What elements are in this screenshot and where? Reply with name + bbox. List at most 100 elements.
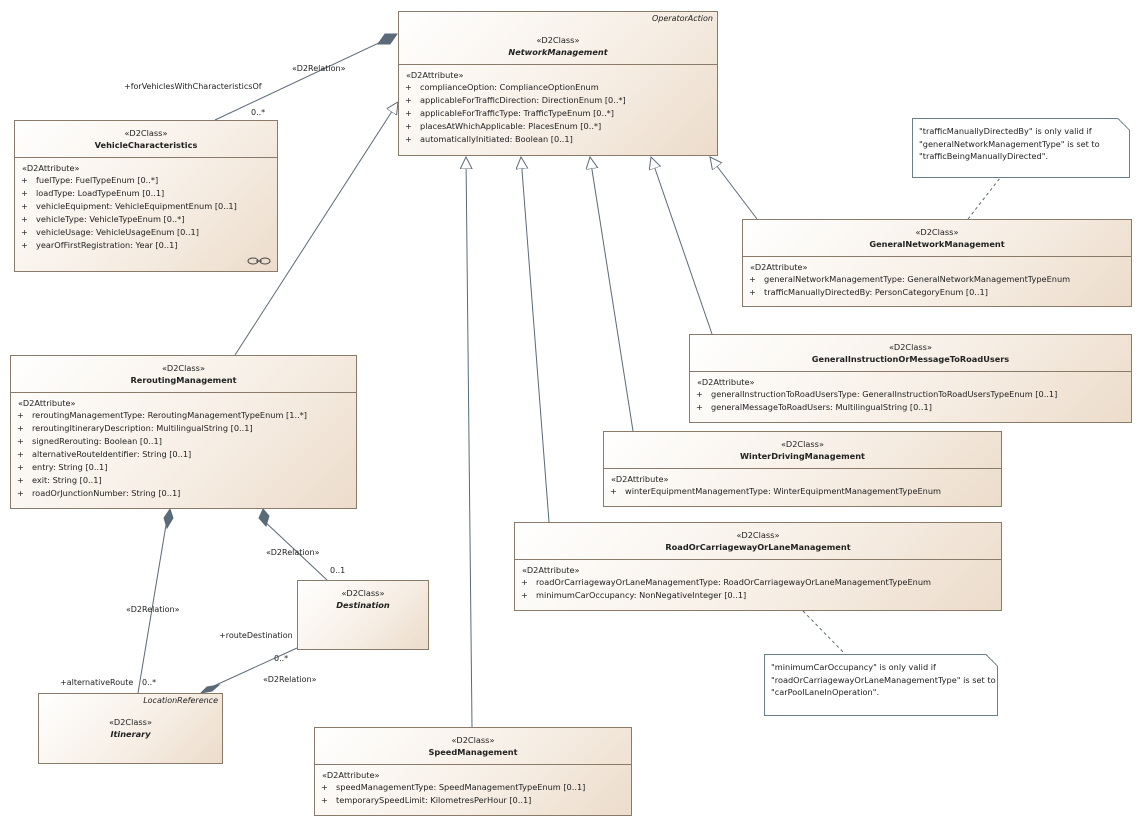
attribute-row: +generalNetworkManagementType: GeneralNe… bbox=[749, 274, 1071, 284]
class-header: OperatorAction «D2Class» NetworkManageme… bbox=[399, 12, 717, 65]
generalization-speed bbox=[466, 157, 472, 728]
class-stereotype: «D2Class» bbox=[915, 227, 959, 237]
class-header: «D2Class» GeneralNetworkManagement bbox=[743, 220, 1131, 257]
class-name: GeneralNetworkManagement bbox=[869, 239, 1005, 249]
class-header: «D2Class» Destination bbox=[298, 581, 428, 617]
note-link-traffic bbox=[967, 177, 1001, 220]
role-label-vehicle: +forVehiclesWithCharacteristicsOf bbox=[124, 82, 262, 91]
class-vehicle-characteristics[interactable]: «D2Class» VehicleCharacteristics «D2Attr… bbox=[14, 120, 278, 272]
attribute-row: +temporarySpeedLimit: KilometresPerHour … bbox=[321, 795, 532, 805]
attribute-compartment: «D2Attribute» +speedManagementType: Spee… bbox=[315, 765, 631, 809]
attribute-row: +applicableForTrafficType: TrafficTypeEn… bbox=[405, 108, 614, 118]
generalization-general-instruction bbox=[651, 157, 713, 335]
class-speed-management[interactable]: «D2Class» SpeedManagement «D2Attribute» … bbox=[314, 727, 632, 816]
role-label-route-destination: +routeDestination bbox=[219, 631, 293, 640]
aggregation-diamond-rerouting-destination bbox=[258, 508, 270, 528]
class-general-network-management[interactable]: «D2Class» GeneralNetworkManagement «D2At… bbox=[742, 219, 1132, 307]
class-general-instruction[interactable]: «D2Class» GeneralInstructionOrMessageToR… bbox=[689, 334, 1132, 423]
attribute-compartment: «D2Attribute» +roadOrCarriagewayOrLaneMa… bbox=[515, 560, 1001, 604]
attribute-row: +placesAtWhichApplicable: PlacesEnum [0.… bbox=[405, 121, 602, 131]
note-line: "roadOrCarriagewayOrLaneManagementType" … bbox=[771, 674, 996, 685]
attribute-row: +reroutingManagementType: ReroutingManag… bbox=[17, 410, 307, 420]
class-name: VehicleCharacteristics bbox=[94, 140, 198, 150]
class-network-management[interactable]: OperatorAction «D2Class» NetworkManageme… bbox=[398, 11, 718, 156]
class-header: LocationReference «D2Class» Itinerary bbox=[39, 694, 222, 746]
parent-class-label: OperatorAction bbox=[651, 14, 713, 23]
class-stereotype: «D2Class» bbox=[451, 735, 495, 745]
class-name: GeneralInstructionOrMessageToRoadUsers bbox=[811, 354, 1010, 364]
class-name: WinterDrivingManagement bbox=[740, 451, 865, 461]
attribute-stereotype: «D2Attribute» bbox=[322, 770, 380, 780]
attribute-row: +exit: String [0..1] bbox=[17, 475, 102, 485]
class-stereotype: «D2Class» bbox=[889, 342, 932, 352]
multiplicity-destination: 0..1 bbox=[330, 566, 346, 575]
note-fold-icon bbox=[1118, 118, 1130, 130]
attribute-row: +roadOrCarriagewayOrLaneManagementType: … bbox=[521, 577, 931, 587]
class-stereotype: «D2Class» bbox=[341, 588, 385, 598]
relation-label-destination: «D2Relation» bbox=[266, 548, 320, 557]
class-itinerary[interactable]: LocationReference «D2Class» Itinerary bbox=[38, 693, 223, 764]
class-stereotype: «D2Class» bbox=[781, 439, 824, 449]
class-destination[interactable]: «D2Class» Destination bbox=[297, 580, 429, 650]
class-stereotype: «D2Class» bbox=[162, 363, 205, 373]
attribute-row: +winterEquipmentManagementType: WinterEq… bbox=[610, 486, 942, 496]
class-name: SpeedManagement bbox=[428, 747, 518, 757]
note-line: "minimumCarOccupancy" is only valid if bbox=[771, 662, 936, 672]
attribute-row: +minimumCarOccupancy: NonNegativeInteger… bbox=[521, 590, 747, 600]
attribute-stereotype: «D2Attribute» bbox=[22, 163, 80, 173]
aggregation-diamond-vehicle bbox=[377, 33, 398, 45]
class-name: RoadOrCarriagewayOrLaneManagement bbox=[665, 542, 851, 552]
attribute-row: +alternativeRouteIdentifier: String [0..… bbox=[17, 449, 192, 459]
attribute-compartment: «D2Attribute» +generalNetworkManagementT… bbox=[743, 257, 1131, 301]
class-header: «D2Class» ReroutingManagement bbox=[11, 356, 356, 393]
attribute-row: +vehicleUsage: VehicleUsageEnum [0..1] bbox=[21, 227, 199, 237]
attribute-row: +entry: String [0..1] bbox=[17, 462, 108, 472]
multiplicity-route-destination: 0..* bbox=[274, 654, 289, 663]
multiplicity-vehicle: 0..* bbox=[251, 108, 266, 117]
class-stereotype: «D2Class» bbox=[736, 530, 780, 540]
attribute-compartment: «D2Attribute» +reroutingManagementType: … bbox=[11, 393, 356, 502]
relation-label-vehicle: «D2Relation» bbox=[292, 64, 346, 73]
class-header: «D2Class» WinterDrivingManagement bbox=[604, 432, 1001, 469]
attribute-row: +roadOrJunctionNumber: String [0..1] bbox=[17, 488, 181, 498]
attribute-stereotype: «D2Attribute» bbox=[18, 398, 76, 408]
attribute-row: +reroutingItineraryDescription: Multilin… bbox=[17, 423, 253, 433]
attribute-row: +vehicleType: VehicleTypeEnum [0..*] bbox=[21, 214, 185, 224]
parent-class-label: LocationReference bbox=[143, 696, 218, 705]
class-header: «D2Class» VehicleCharacteristics bbox=[15, 121, 277, 158]
chain-link-icon bbox=[247, 257, 271, 265]
attribute-row: +applicableForTrafficDirection: Directio… bbox=[405, 95, 626, 105]
note-minimum-car-occupancy[interactable]: "minimumCarOccupancy" is only valid if "… bbox=[764, 654, 998, 716]
attribute-row: +trafficManuallyDirectedBy: PersonCatego… bbox=[749, 287, 988, 297]
attribute-stereotype: «D2Attribute» bbox=[406, 70, 464, 80]
class-stereotype: «D2Class» bbox=[124, 128, 168, 138]
note-traffic-manually-directed[interactable]: "trafficManuallyDirectedBy" is only vali… bbox=[912, 118, 1130, 178]
attribute-compartment: «D2Attribute» +winterEquipmentManagement… bbox=[604, 469, 1001, 500]
attribute-row: +fuelType: FuelTypeEnum [0..*] bbox=[21, 175, 159, 185]
attribute-row: +generalMessageToRoadUsers: Multilingual… bbox=[696, 402, 932, 412]
note-line: "trafficBeingManuallyDirected". bbox=[919, 151, 1049, 161]
attribute-compartment: «D2Attribute» +fuelType: FuelTypeEnum [0… bbox=[15, 158, 277, 254]
note-line: "generalNetworkManagementType" is set to bbox=[919, 138, 1100, 149]
note-fold-icon bbox=[986, 654, 998, 666]
attribute-row: +speedManagementType: SpeedManagementTyp… bbox=[321, 782, 586, 792]
attribute-row: +generalInstructionToRoadUsersType: Gene… bbox=[696, 389, 1058, 399]
attribute-row: +automaticallyInitiated: Boolean [0..1] bbox=[405, 134, 573, 144]
class-name: ReroutingManagement bbox=[130, 375, 237, 385]
attribute-stereotype: «D2Attribute» bbox=[611, 474, 669, 484]
class-winter-driving[interactable]: «D2Class» WinterDrivingManagement «D2Att… bbox=[603, 431, 1002, 507]
class-rerouting-management[interactable]: «D2Class» ReroutingManagement «D2Attribu… bbox=[10, 355, 357, 509]
class-stereotype: «D2Class» bbox=[536, 35, 580, 45]
relation-label-route-destination: «D2Relation» bbox=[263, 675, 317, 684]
attribute-compartment: «D2Attribute» +generalInstructionToRoadU… bbox=[690, 372, 1131, 416]
note-line: "trafficManuallyDirectedBy" is only vali… bbox=[919, 126, 1092, 136]
class-road-lane-management[interactable]: «D2Class» RoadOrCarriagewayOrLaneManagem… bbox=[514, 522, 1002, 611]
attribute-stereotype: «D2Attribute» bbox=[750, 262, 808, 272]
attribute-row: +yearOfFirstRegistration: Year [0..1] bbox=[21, 240, 178, 250]
attribute-row: +loadType: LoadTypeEnum [0..1] bbox=[21, 188, 165, 198]
class-name: NetworkManagement bbox=[508, 47, 608, 57]
association-vehicle bbox=[214, 39, 386, 121]
attribute-row: +vehicleEquipment: VehicleEquipmentEnum … bbox=[21, 201, 237, 211]
class-name: Destination bbox=[336, 600, 390, 610]
class-header: «D2Class» SpeedManagement bbox=[315, 728, 631, 765]
